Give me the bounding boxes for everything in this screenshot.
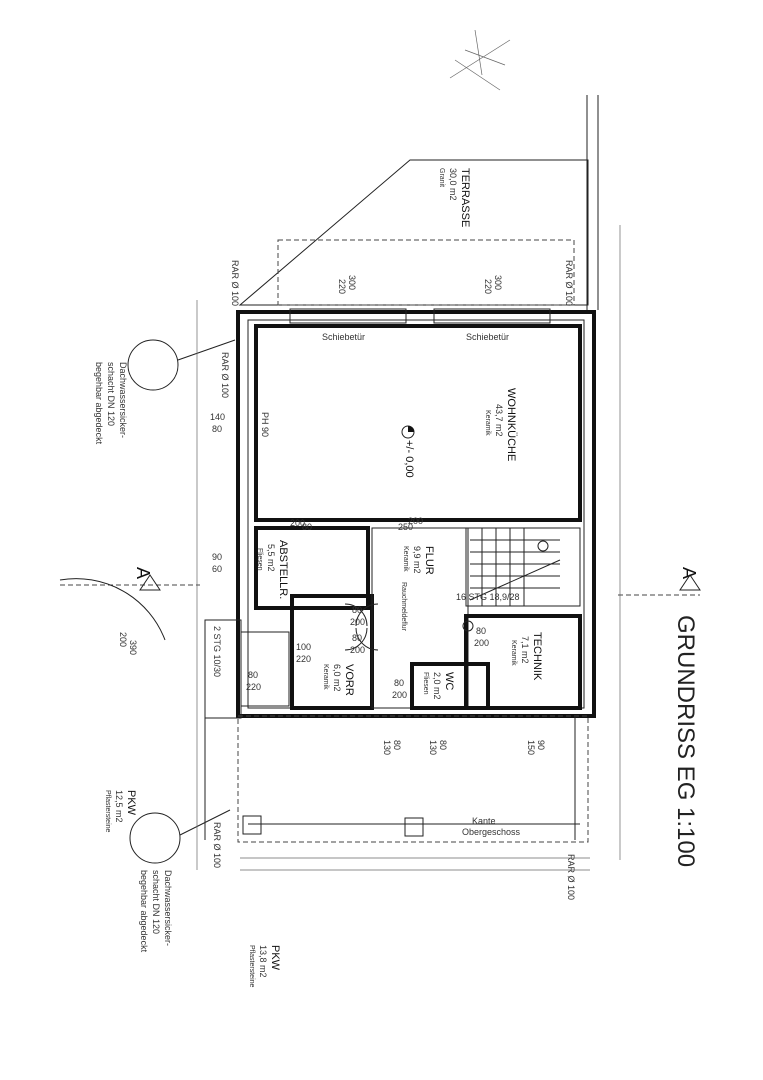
dim-label: 80 bbox=[212, 424, 222, 434]
room-area: 43,7 m2 bbox=[494, 404, 504, 437]
sliding-door-label: Schiebetür bbox=[466, 332, 509, 342]
room-wohnkueche bbox=[254, 324, 582, 522]
door-swing bbox=[344, 603, 368, 627]
room-material: Keramik bbox=[484, 410, 491, 436]
dim-label: 130 bbox=[382, 740, 392, 755]
dim-label: 150 bbox=[526, 740, 536, 755]
rar-label: RAR Ø 100 bbox=[566, 854, 576, 900]
dim-label: 80 bbox=[476, 626, 486, 636]
drainage-label: begehbar abgedeckt bbox=[139, 870, 149, 953]
dim-label: 200 bbox=[408, 516, 423, 526]
dim-label: 130 bbox=[428, 740, 438, 755]
room-material: Granit bbox=[438, 168, 445, 187]
room-material: Pflastersteine bbox=[104, 790, 111, 833]
section-line bbox=[59, 574, 701, 641]
drainage-label: Dachwassersicker- bbox=[163, 870, 173, 946]
dim-label: 80 bbox=[248, 670, 258, 680]
dim-label: 200 bbox=[474, 638, 489, 648]
north-arrow-icon bbox=[449, 29, 511, 91]
dim-label: 200 bbox=[118, 632, 128, 647]
section-marker: A bbox=[133, 567, 153, 579]
room-name: WOHNKÜCHE bbox=[505, 388, 517, 461]
dim-label: 80 bbox=[352, 633, 362, 643]
room-material: Keramik bbox=[322, 664, 329, 690]
edge-label: Obergeschoss bbox=[462, 827, 521, 837]
room-area: 7,1 m2 bbox=[520, 636, 530, 664]
room-abstellr bbox=[254, 526, 370, 610]
room-name: FLUR bbox=[423, 546, 435, 575]
room-name: TECHNIK bbox=[531, 632, 543, 681]
rar-label: RAR Ø 100 bbox=[564, 260, 574, 306]
entry-stairs-label: 2 STG 10/30 bbox=[212, 626, 222, 677]
elevation-label: +/- 0,00 bbox=[403, 440, 415, 478]
room-name: ABSTELLR. bbox=[277, 540, 289, 599]
room-area: 2,0 m2 bbox=[432, 672, 442, 700]
dim-label: 90 bbox=[212, 552, 222, 562]
drainage-label: begehbar abgedeckt bbox=[94, 362, 104, 445]
sliding-door-label: Schiebetür bbox=[322, 332, 365, 342]
drainage-label: schacht DN 120 bbox=[151, 870, 161, 934]
section-marker-right: A bbox=[679, 567, 699, 579]
dimension-chain bbox=[196, 225, 621, 871]
room-area: 6,0 m2 bbox=[332, 664, 342, 692]
room-name: PKW bbox=[269, 945, 281, 971]
stairs-label: 16 STG 18,9/28 bbox=[456, 592, 520, 602]
dim-label: 200 bbox=[290, 518, 305, 528]
dim-label: 80 bbox=[352, 605, 362, 615]
dim-label: 300 bbox=[347, 275, 357, 290]
room-name: PKW bbox=[125, 790, 137, 816]
plan-title: GRUNDRISS EG 1:100 bbox=[672, 615, 699, 867]
room-name: TERRASSE bbox=[459, 168, 471, 227]
dim-label: 200 bbox=[350, 645, 365, 655]
dim-label: 220 bbox=[296, 654, 311, 664]
room-area: 5,5 m2 bbox=[266, 544, 276, 572]
drainage-label: Dachwassersicker- bbox=[118, 362, 128, 438]
dim-label: 200 bbox=[392, 690, 407, 700]
dim-label: 80 bbox=[302, 522, 312, 532]
dim-label: 200 bbox=[350, 617, 365, 627]
dim-label: 80 bbox=[392, 740, 402, 750]
flur-extra: Rauchmeldeflur bbox=[400, 582, 407, 632]
room-material: Fliesen bbox=[256, 548, 263, 571]
drainage-shaft-icon bbox=[127, 339, 179, 391]
rar-label: RAR Ø 100 bbox=[212, 822, 222, 868]
room-material: Keramik bbox=[402, 546, 409, 572]
rar-label: RAR Ø 100 bbox=[230, 260, 240, 306]
room-material: Fliesen bbox=[422, 672, 429, 695]
carport-dashed bbox=[237, 715, 589, 843]
dim-label: 250 bbox=[398, 522, 413, 532]
room-material: Pflastersteine bbox=[248, 945, 255, 988]
ph-label: PH 90 bbox=[260, 412, 270, 437]
room-name: WC bbox=[443, 672, 455, 690]
dim-label: 220 bbox=[483, 279, 493, 294]
room-name: VORR bbox=[343, 664, 355, 696]
room-wc bbox=[410, 662, 490, 710]
entry-steps bbox=[204, 619, 242, 719]
dim-label: 390 bbox=[128, 640, 138, 655]
dim-label: 90 bbox=[536, 740, 546, 750]
edge-label: Kante bbox=[472, 816, 496, 826]
room-area: 30,0 m2 bbox=[448, 168, 458, 201]
room-area: 9,9 m2 bbox=[412, 546, 422, 574]
room-area: 13,8 m2 bbox=[258, 945, 268, 978]
dim-label: 220 bbox=[246, 682, 261, 692]
dim-label: 300 bbox=[493, 275, 503, 290]
dim-label: 80 bbox=[394, 678, 404, 688]
terrace-dashed bbox=[277, 239, 575, 306]
terrace-outline bbox=[238, 159, 589, 306]
dim-label: 220 bbox=[337, 279, 347, 294]
drainage-label: schacht DN 120 bbox=[106, 362, 116, 426]
column bbox=[242, 815, 262, 835]
dim-label: 140 bbox=[210, 412, 225, 422]
room-area: 12,5 m2 bbox=[114, 790, 124, 823]
dim-label: 80 bbox=[438, 740, 448, 750]
dim-label: 60 bbox=[212, 564, 222, 574]
dim-label: 100 bbox=[296, 642, 311, 652]
room-material: Keramik bbox=[510, 640, 517, 666]
rar-label: RAR Ø 100 bbox=[220, 352, 230, 398]
stairs bbox=[462, 527, 581, 632]
